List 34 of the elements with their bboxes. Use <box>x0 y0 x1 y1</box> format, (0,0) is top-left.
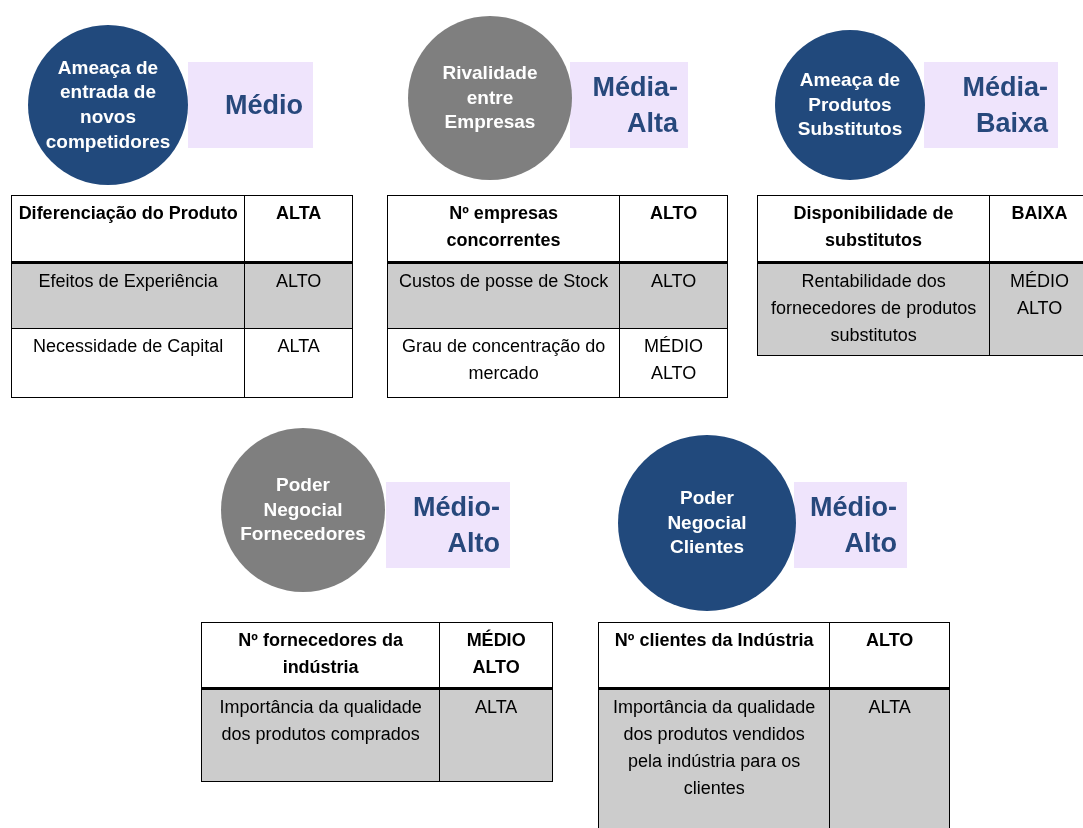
header-factor-cell: Nº empresas concorrentes <box>387 195 620 263</box>
header-rating-cell: BAIXA <box>989 195 1083 263</box>
force-circle: Rivalidade entre Empresas <box>408 16 572 180</box>
force-circle: Ameaça de entrada de novos competidores <box>28 25 188 185</box>
factor-cell: Necessidade de Capital <box>11 328 245 398</box>
rating-box: Médio-Alto <box>386 482 510 568</box>
rating-cell: ALTO <box>244 262 353 329</box>
factor-cell: Custos de posse de Stock <box>387 262 620 329</box>
rating-cell: ALTA <box>829 688 950 828</box>
rating-cell: MÉDIO ALTO <box>989 262 1083 356</box>
factor-cell: Importância da qualidade dos produtos comprados <box>201 688 440 782</box>
header-rating-cell: MÉDIO ALTO <box>439 622 553 689</box>
header-rating-cell: ALTO <box>829 622 950 689</box>
factor-cell: Grau de concentração do mercado <box>387 328 620 398</box>
force-circle: Poder Negocial Fornecedores <box>221 428 385 592</box>
header-rating-cell: ALTA <box>244 195 353 263</box>
rating-cell: ALTO <box>619 262 728 329</box>
rating-cell: ALTA <box>244 328 353 398</box>
header-factor-cell: Diferenciação do Produto <box>11 195 245 263</box>
force-circle: Poder Negocial Clientes <box>618 435 796 611</box>
rating-cell: MÉDIO ALTO <box>619 328 728 398</box>
rating-cell: ALTA <box>439 688 553 782</box>
header-rating-cell: ALTO <box>619 195 728 263</box>
header-factor-cell: Disponibilidade de substitutos <box>757 195 990 263</box>
rating-box: Médio-Alto <box>794 482 907 568</box>
factor-cell: Importância da qualidade dos produtos vendidos pela indústria para os clientes <box>598 688 830 828</box>
header-factor-cell: Nº clientes da Indústria <box>598 622 830 689</box>
rating-box: Médio <box>188 62 313 148</box>
header-factor-cell: Nº fornecedores da indústria <box>201 622 440 689</box>
factor-cell: Rentabilidade dos fornecedores de produtos substitutos <box>757 262 990 356</box>
rating-box: Média-Baixa <box>924 62 1058 148</box>
force-circle: Ameaça de Produtos Substitutos <box>775 30 925 180</box>
factor-cell: Efeitos de Experiência <box>11 262 245 329</box>
rating-box: Média-Alta <box>570 62 688 148</box>
